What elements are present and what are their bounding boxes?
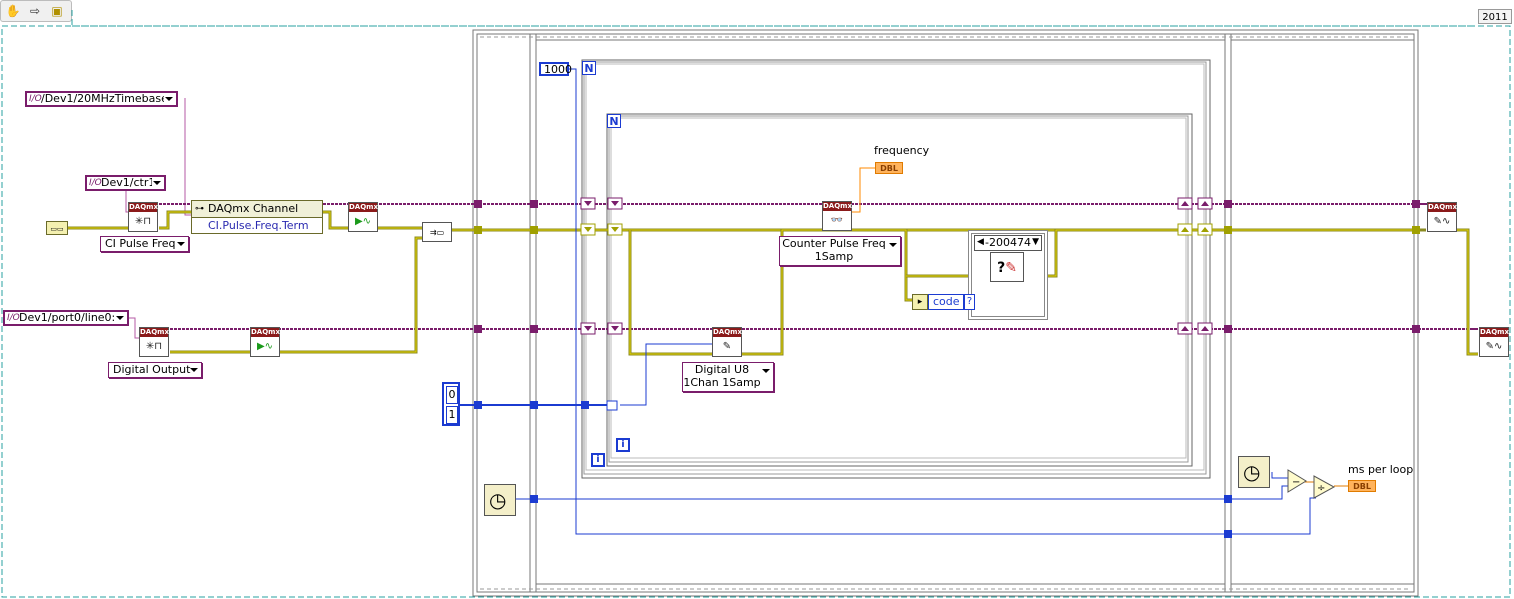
read-glasses-icon: 👓 (830, 215, 844, 226)
daq-header: DAQmx (140, 328, 169, 337)
daqmx-start-task-ci[interactable]: DAQmx ▶∿ (348, 202, 378, 232)
start-task-icon: ▶∿ (354, 216, 372, 227)
clear-error-node[interactable]: ?✎ (990, 252, 1024, 282)
diagram-toolbar: ✋ ⇨ ▣ (0, 0, 72, 22)
counter-pulse-freq-label: Counter Pulse Freq (782, 237, 886, 250)
daq-header: DAQmx (1480, 328, 1509, 337)
timebase-constant[interactable]: I/O/Dev1/20MHzTimebase (25, 91, 178, 107)
merge-errors-node[interactable]: ⇉▭ (422, 222, 452, 242)
daqmx-stop-task-do[interactable]: DAQmx ✎∿ (1479, 327, 1509, 357)
property-name-label[interactable]: CI.Pulse.Freq.Term (208, 219, 309, 232)
tick-count-start[interactable]: ◷ (484, 484, 516, 516)
dbl-type-label: DBL (880, 164, 898, 173)
dropdown-icon[interactable] (164, 94, 174, 104)
daq-header: DAQmx (1428, 203, 1457, 212)
digital-output-ring[interactable]: Digital Output (108, 362, 202, 378)
dropdown-icon[interactable] (176, 239, 186, 249)
prev-case-icon[interactable]: ◀ (977, 237, 984, 247)
case-terminal-label: ? (997, 260, 1006, 276)
ms-per-loop-indicator[interactable]: DBL (1348, 480, 1376, 492)
dropdown-icon[interactable] (152, 178, 162, 188)
loop-count-constant[interactable]: 1000 (539, 62, 572, 76)
counter-pulse-freq-selector[interactable]: Counter Pulse Freq 1Samp (779, 236, 901, 266)
diagram-frame (1, 25, 1511, 598)
case-selector-value: -200474 (985, 236, 1031, 249)
daqmx-stop-task-ci[interactable]: DAQmx ✎∿ (1427, 202, 1457, 232)
create-channel-icon: ✳⊓ (145, 341, 163, 352)
case-selector[interactable]: ◀ -200474 ▼ (974, 235, 1042, 251)
unbundle-icon: ▸ (912, 294, 928, 310)
dropdown-icon[interactable] (888, 240, 898, 250)
daqmx-read[interactable]: DAQmx 👓 (822, 201, 852, 231)
inner-for-loop (606, 113, 1193, 467)
start-task-icon: ▶∿ (256, 341, 274, 352)
daq-header: DAQmx (129, 203, 158, 212)
error-case-structure[interactable]: ◀ -200474 ▼ ?✎ (968, 230, 1048, 320)
version-label: 2011 (1478, 9, 1512, 24)
svg-text:÷: ÷ (1317, 483, 1325, 494)
clock-icon: ◷ (489, 488, 507, 512)
frequency-label: frequency (874, 144, 930, 157)
property-node-header: ⊶ DAQmx Channel (192, 201, 322, 218)
error-cluster-constant[interactable]: ▭▭ (46, 221, 68, 235)
outer-loop-iteration-terminal: i (591, 453, 605, 467)
daq-header: DAQmx (713, 328, 742, 337)
clear-task-icon: ✎∿ (1485, 341, 1503, 352)
outer-for-loop (581, 59, 1211, 479)
daqmx-create-channel-do[interactable]: DAQmx ✳⊓ (139, 327, 169, 357)
digital-u8-selector[interactable]: Digital U8 1Chan 1Samp (682, 362, 774, 392)
inner-loop-iteration-terminal: i (616, 438, 630, 452)
outer-loop-count-terminal: N (582, 61, 596, 75)
hand-icon[interactable]: ✋ (5, 4, 21, 18)
next-case-icon[interactable]: ▼ (1032, 237, 1039, 247)
bulb-icon[interactable]: ▣ (51, 4, 63, 18)
arrow-right-icon[interactable]: ⇨ (29, 4, 41, 18)
counter-pulse-freq-label-2: 1Samp (814, 250, 854, 263)
daqmx-write[interactable]: DAQmx ✎ (712, 327, 742, 357)
array-element-1[interactable]: 1 (446, 406, 458, 424)
create-channel-icon: ✳⊓ (134, 216, 152, 227)
dropdown-icon[interactable] (189, 365, 199, 375)
timebase-label: /Dev1/20MHzTimebase (41, 92, 168, 105)
daq-header: DAQmx (251, 328, 280, 337)
dropdown-icon[interactable] (761, 366, 771, 376)
digital-u8-label: Digital U8 (694, 363, 750, 376)
question-icon: ? (964, 294, 975, 310)
flat-sequence-border (472, 29, 1419, 597)
frequency-indicator[interactable]: DBL (875, 162, 903, 174)
port-label: Dev1/port0/line0:2 (19, 311, 123, 324)
dbl-type-label: DBL (1353, 482, 1371, 491)
daq-header: DAQmx (349, 203, 378, 212)
daq-header: DAQmx (823, 202, 852, 211)
counter-label: Dev1/ctr1 (101, 176, 156, 189)
property-class-label: DAQmx Channel (208, 202, 299, 215)
daqmx-create-channel-ci[interactable]: DAQmx ✳⊓ (128, 202, 158, 232)
svg-text:−: − (1292, 477, 1300, 488)
ci-pulse-freq-ring[interactable]: CI Pulse Freq (100, 236, 189, 252)
digital-u8-label-2: 1Chan 1Samp (683, 376, 761, 389)
ci-pulse-freq-label: CI Pulse Freq (105, 237, 176, 250)
inner-loop-count-terminal: N (607, 114, 621, 128)
dropdown-icon[interactable] (115, 313, 125, 323)
daqmx-start-task-do[interactable]: DAQmx ▶∿ (250, 327, 280, 357)
tick-count-end[interactable]: ◷ (1238, 456, 1270, 488)
code-element: code (928, 294, 964, 310)
array-element-0[interactable]: 0 (446, 386, 458, 404)
digital-output-label: Digital Output (113, 363, 191, 376)
write-pencil-icon: ✎ (722, 341, 732, 352)
clock-icon: ◷ (1243, 460, 1261, 484)
eraser-icon: ✎ (1005, 260, 1017, 276)
ms-per-loop-label: ms per loop (1348, 463, 1414, 476)
array-constant[interactable]: 0 1 (442, 382, 460, 426)
clear-task-icon: ✎∿ (1433, 216, 1451, 227)
daqmx-channel-property-node[interactable]: ⊶ DAQmx Channel CI.Pulse.Freq.Term (191, 200, 323, 234)
key-icon: ⊶ (195, 204, 204, 214)
